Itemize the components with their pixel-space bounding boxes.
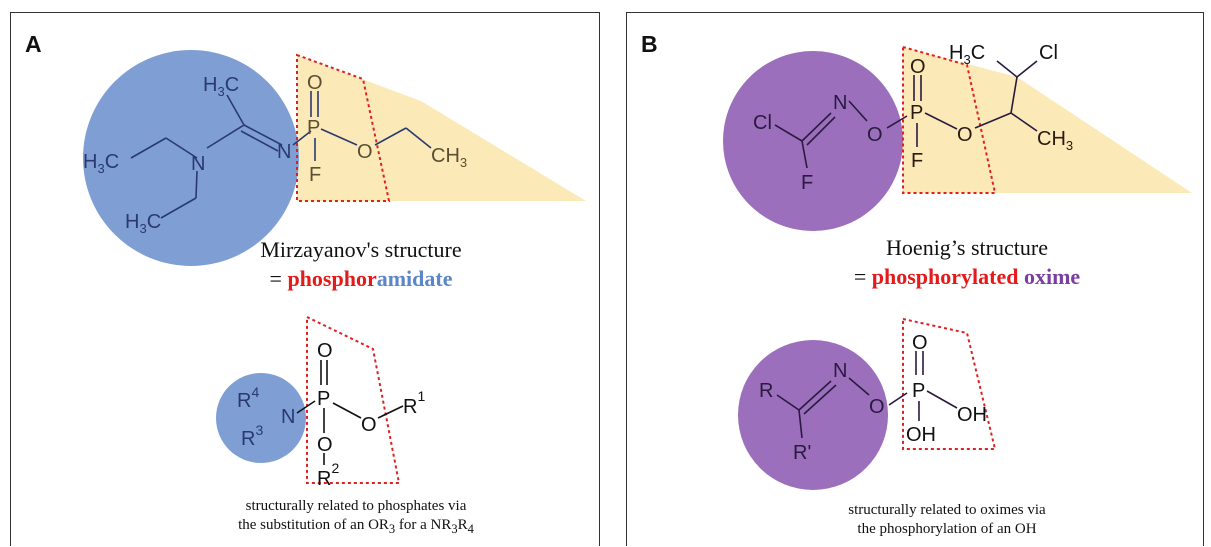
panel-b-diagram: Cl N O F O P O F CH3 H3C Cl — [723, 42, 1192, 490]
atom-h3c-top: H3C — [203, 74, 239, 99]
atom-r1: R1 — [403, 388, 425, 418]
panel-b-caption-title: Hoenig’s structure — [886, 235, 1048, 260]
panel-a-diagram: H3C H3C N H3C N O P O CH3 F R4 N — [83, 50, 586, 490]
panel-a-caption-title: Mirzayanov's structure — [260, 237, 462, 262]
atom-h3c-low: H3C — [125, 211, 161, 236]
amine-group-circle — [216, 373, 306, 463]
atom-ch3: CH3 — [1037, 128, 1073, 153]
atom-p2: P — [317, 388, 330, 410]
atom-n: N — [833, 92, 847, 114]
panel-b: B Cl N O F O P — [626, 12, 1204, 546]
atom-oh-low: OH — [906, 424, 936, 446]
atom-n-generic: N — [281, 406, 295, 428]
panel-b-caption: Hoenig’s structure = phosphorylated oxim… — [807, 233, 1127, 291]
atom-h3c-left: H3C — [83, 151, 119, 176]
atom-f-p: F — [911, 150, 923, 172]
panel-a-note: structurally related to phosphates via t… — [238, 498, 474, 536]
atom-r: R — [759, 380, 773, 402]
panel-b-note: structurally related to oximes via the p… — [848, 502, 1046, 537]
panel-a: A H3C H3C N — [10, 12, 600, 546]
phosphate-generic-outline — [306, 315, 401, 484]
atom-f-c: F — [801, 172, 813, 194]
atom-o2-n: O — [869, 396, 885, 418]
atom-f: F — [309, 164, 321, 186]
oxime-group-circle — [723, 51, 903, 231]
atom-n-imine: N — [277, 141, 291, 163]
panel-a-letter: A — [25, 31, 42, 57]
atom-r-prime: R' — [793, 442, 811, 464]
atom-o-double: O — [910, 56, 926, 78]
atom-p: P — [910, 102, 923, 124]
leaving-group-highlight — [903, 47, 1192, 193]
lower-molecule-bonds — [296, 360, 404, 465]
atom-r4: R4 — [237, 384, 259, 412]
atom-p2: P — [912, 380, 925, 402]
amidine-group-circle — [83, 50, 299, 266]
atom-r3: R3 — [241, 422, 263, 450]
atom-n-amine: N — [191, 153, 205, 175]
phosphate-core-outline — [296, 53, 391, 202]
upper-molecule-bonds — [774, 60, 1038, 169]
atom-oh-right: OH — [957, 404, 987, 426]
phosphate-generic-outline — [902, 317, 997, 450]
panel-b-letter: B — [641, 31, 658, 57]
atom-o2-double: O — [912, 332, 928, 354]
oxime-generic-circle — [738, 340, 888, 490]
lower-molecule-bonds — [776, 351, 958, 439]
atom-o-ester: O — [957, 124, 973, 146]
atom-p: P — [307, 117, 320, 139]
atom-o-ester: O — [357, 141, 373, 163]
panel-b-caption-class: = phosphorylated oxime — [853, 264, 1081, 289]
upper-molecule-bonds — [130, 91, 432, 219]
atom-o-double: O — [307, 72, 323, 94]
atom-cl-top: Cl — [1039, 42, 1058, 64]
atom-o-n: O — [867, 124, 883, 146]
panel-a-caption-class: = phosphoramidate — [269, 266, 453, 291]
atom-r2: R2 — [317, 460, 339, 490]
leaving-group-highlight — [297, 55, 586, 201]
atom-ch3: CH3 — [431, 145, 467, 170]
atom-o2-ester: O — [361, 414, 377, 436]
atom-o2-low: O — [317, 434, 333, 456]
atom-o2-double: O — [317, 340, 333, 362]
atom-cl: Cl — [753, 112, 772, 134]
phosphate-core-outline — [902, 45, 997, 194]
atom-n2: N — [833, 360, 847, 382]
atom-h3c: H3C — [949, 42, 985, 67]
panel-a-caption: Mirzayanov's structure = phosphoramidate — [211, 235, 511, 293]
